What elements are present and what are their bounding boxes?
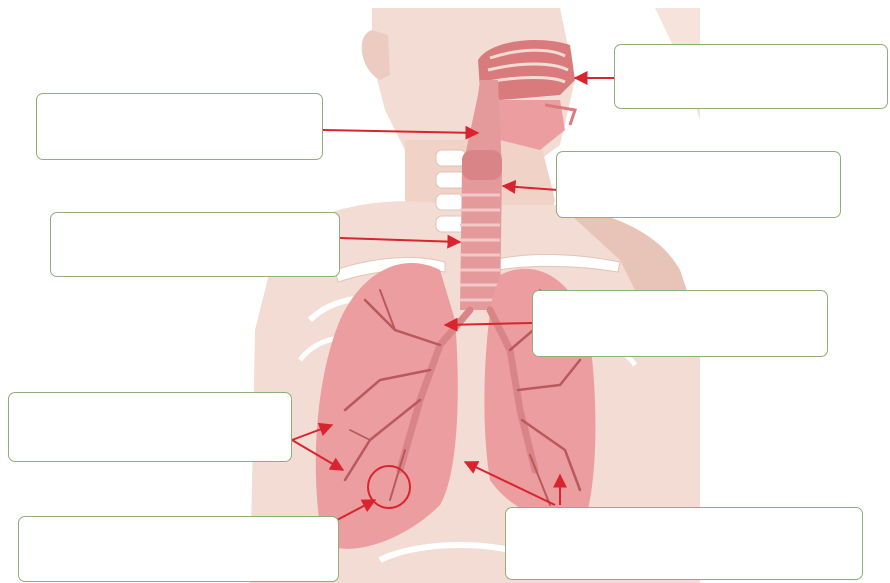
label-box-trachea[interactable]	[50, 212, 340, 277]
label-box-alveoli[interactable]	[18, 516, 339, 582]
label-box-larynx[interactable]	[556, 151, 841, 218]
label-box-nasal-cavity[interactable]	[614, 44, 888, 109]
label-box-bronchioles[interactable]	[8, 392, 292, 462]
label-box-lungs[interactable]	[505, 507, 863, 580]
label-box-bronchus[interactable]	[532, 290, 828, 357]
label-box-pharynx[interactable]	[36, 93, 323, 160]
